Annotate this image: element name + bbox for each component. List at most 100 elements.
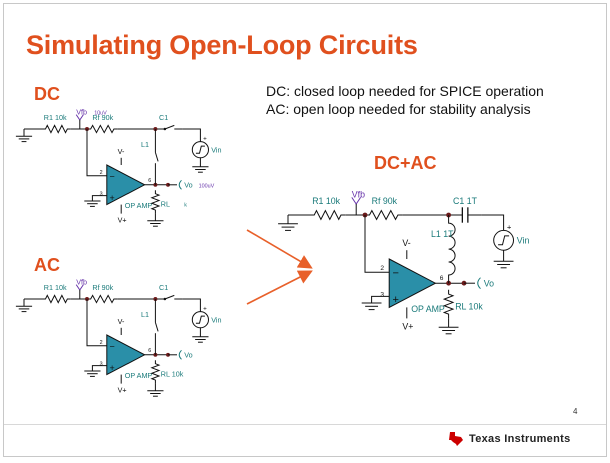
l1-switch-blade	[154, 152, 159, 162]
circuit-ac: + − +2 3 6 OP AMP V- V+ Vfb R1 10k Rf 90k C1L1VinVo…	[15, 278, 221, 397]
rf-label: Rf 90k	[372, 196, 398, 206]
rl-label: RL 10k	[161, 369, 184, 378]
wire-c1-vin	[481, 214, 505, 231]
rl-label: RL 10k	[455, 302, 483, 312]
v-minus-label: V-	[118, 317, 125, 326]
junction-node	[153, 182, 158, 187]
circuit-dcac: + − +2 3 6 OP AMP V- V+ Vfb R1 10k Rf 90k C1 1T L1 1…	[278, 189, 530, 335]
l1-label: L1 1T	[431, 229, 454, 239]
note-dc: DC: closed loop needed for SPICE operati…	[266, 83, 544, 99]
rf-label: Rf 90k	[92, 113, 113, 122]
brand-name: Texas Instruments	[469, 433, 571, 445]
l1-inductor	[448, 215, 456, 284]
vo-tag-icon	[178, 179, 182, 190]
c1-switch-blade	[164, 124, 175, 130]
rf-resistor	[87, 124, 118, 134]
r1-resistor	[42, 124, 71, 134]
opamp-minus-sign: −	[110, 341, 115, 351]
r1-label: R1 10k	[312, 196, 340, 206]
vo-label: Vo	[184, 181, 192, 190]
step-waveform-icon	[195, 145, 205, 154]
v-minus-label: V-	[402, 238, 410, 248]
pin-6-label: 6	[440, 275, 444, 282]
section-label-dcac: DC+AC	[374, 153, 437, 173]
wire-c1-vin	[182, 128, 201, 142]
pin-2-label: 2	[380, 265, 384, 272]
l1-switch-blade	[154, 322, 159, 332]
opamp-plus-sign: +	[393, 294, 399, 306]
opamp-plus-sign: +	[110, 193, 115, 203]
vfb-value: 10uV	[94, 111, 107, 117]
r1-resistor	[310, 209, 346, 221]
vfb-label: Vfb	[76, 108, 87, 117]
c1-label: C1	[159, 283, 168, 292]
c1-switch-contact	[163, 127, 167, 131]
r1-label: R1 10k	[44, 113, 67, 122]
wire-noninv-ground	[91, 195, 107, 201]
page-number: 4	[573, 407, 578, 416]
c1-switch-blade	[164, 294, 175, 300]
arrow-ac-to-dcac	[246, 270, 313, 305]
vfb-label: Vfb	[352, 189, 365, 199]
brand-logo: Texas Instruments	[448, 431, 570, 447]
plus-sign: +	[507, 222, 512, 231]
pin-3-label: 3	[380, 291, 384, 298]
opamp-minus-sign: −	[110, 171, 115, 181]
rl-value: k	[184, 202, 187, 208]
vin-label: Vin	[211, 315, 221, 324]
r1-resistor	[42, 294, 71, 304]
wire-inv-input	[86, 299, 107, 347]
pin-3-label: 3	[100, 362, 103, 368]
opamp-label: OP AMP	[411, 304, 445, 314]
rl-resistor	[150, 190, 161, 214]
pin-2-label: 2	[100, 340, 103, 346]
plus-sign: +	[203, 306, 207, 313]
wire-inv-input	[86, 129, 107, 177]
rf-resistor	[365, 209, 403, 221]
v-plus-label: V+	[118, 386, 127, 395]
opamp-triangle-icon	[106, 334, 146, 376]
l1-label: L1	[141, 140, 149, 149]
vo-label: Vo	[484, 279, 494, 289]
opamp-label: OP AMP	[125, 371, 153, 380]
vo-value: 100uV	[199, 184, 215, 190]
rf-resistor	[87, 294, 118, 304]
v-plus-label: V+	[402, 321, 413, 331]
wire-c1-vin	[182, 298, 201, 312]
rl-resistor	[442, 289, 455, 319]
vo-tag-icon	[477, 277, 481, 290]
vin-label: Vin	[211, 145, 221, 154]
v-minus-label: V-	[118, 147, 125, 156]
pin-3-label: 3	[100, 192, 103, 198]
pin-2-label: 2	[100, 170, 103, 176]
section-label-dc: DC	[34, 84, 60, 104]
plus-sign: +	[203, 136, 207, 143]
vin-label: Vin	[517, 236, 530, 246]
step-waveform-icon	[498, 235, 510, 246]
step-waveform-icon	[195, 315, 205, 324]
l1-label: L1	[141, 310, 149, 319]
c1-switch-contact	[163, 297, 167, 301]
arrow-dc-to-dcac	[246, 229, 313, 269]
c1-label: C1 1T	[453, 196, 478, 206]
r1-label: R1 10k	[44, 283, 67, 292]
rf-label: Rf 90k	[92, 283, 113, 292]
rl-resistor	[150, 360, 161, 384]
vo-label: Vo	[184, 351, 192, 360]
slide: Simulating Open-Loop Circuits DC: closed…	[3, 3, 607, 457]
footer-divider	[4, 424, 606, 425]
vo-tag-icon	[178, 349, 182, 360]
opamp-minus-sign: −	[393, 268, 399, 280]
rl-label: RL	[161, 199, 170, 208]
opamp-label: OP AMP	[125, 201, 153, 210]
slide-title: Simulating Open-Loop Circuits	[26, 30, 418, 60]
texas-state-icon	[449, 432, 463, 446]
vfb-label: Vfb	[76, 278, 87, 287]
wire-noninv-ground	[91, 365, 107, 371]
pin-6-label: 6	[148, 348, 151, 354]
opamp-plus-sign: +	[110, 363, 115, 373]
opamp-triangle-icon	[106, 164, 146, 206]
c1-label: C1	[159, 113, 168, 122]
